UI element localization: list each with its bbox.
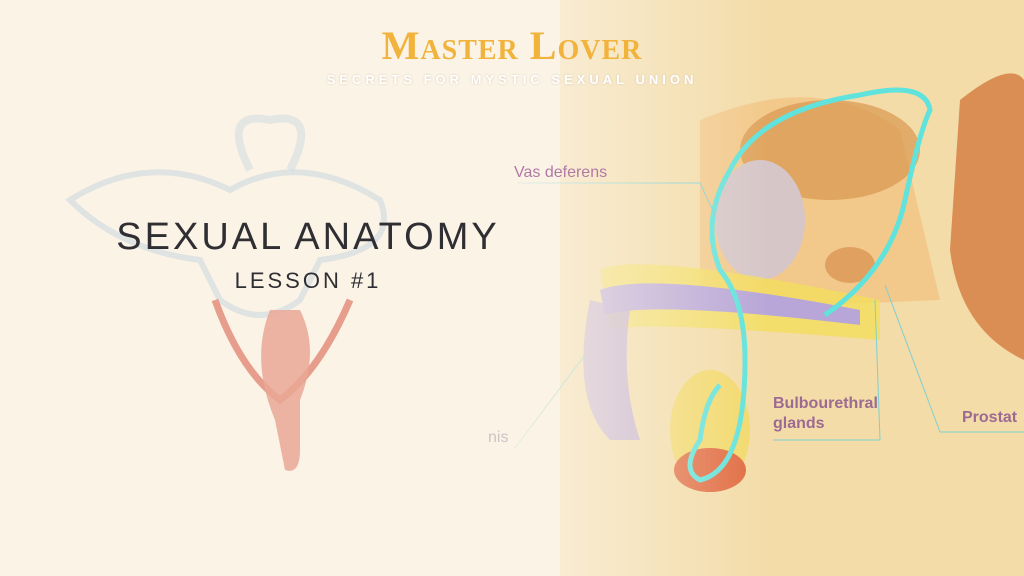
- lesson-number: LESSON #1: [234, 268, 382, 293]
- lesson-title: SEXUAL ANATOMY: [116, 216, 500, 258]
- label-vas-deferens: Vas deferens: [514, 164, 608, 181]
- brand-tagline: SECRETS FOR MYSTIC SEXUAL UNION: [326, 72, 698, 87]
- brand-logo: Master Lover: [381, 23, 643, 68]
- label-penis: nis: [488, 429, 509, 446]
- label-bulbourethral-glands: Bulbourethral glands: [773, 395, 878, 432]
- female-anatomy-drawing: [65, 114, 387, 471]
- label-prostate: Prostat: [962, 409, 1018, 426]
